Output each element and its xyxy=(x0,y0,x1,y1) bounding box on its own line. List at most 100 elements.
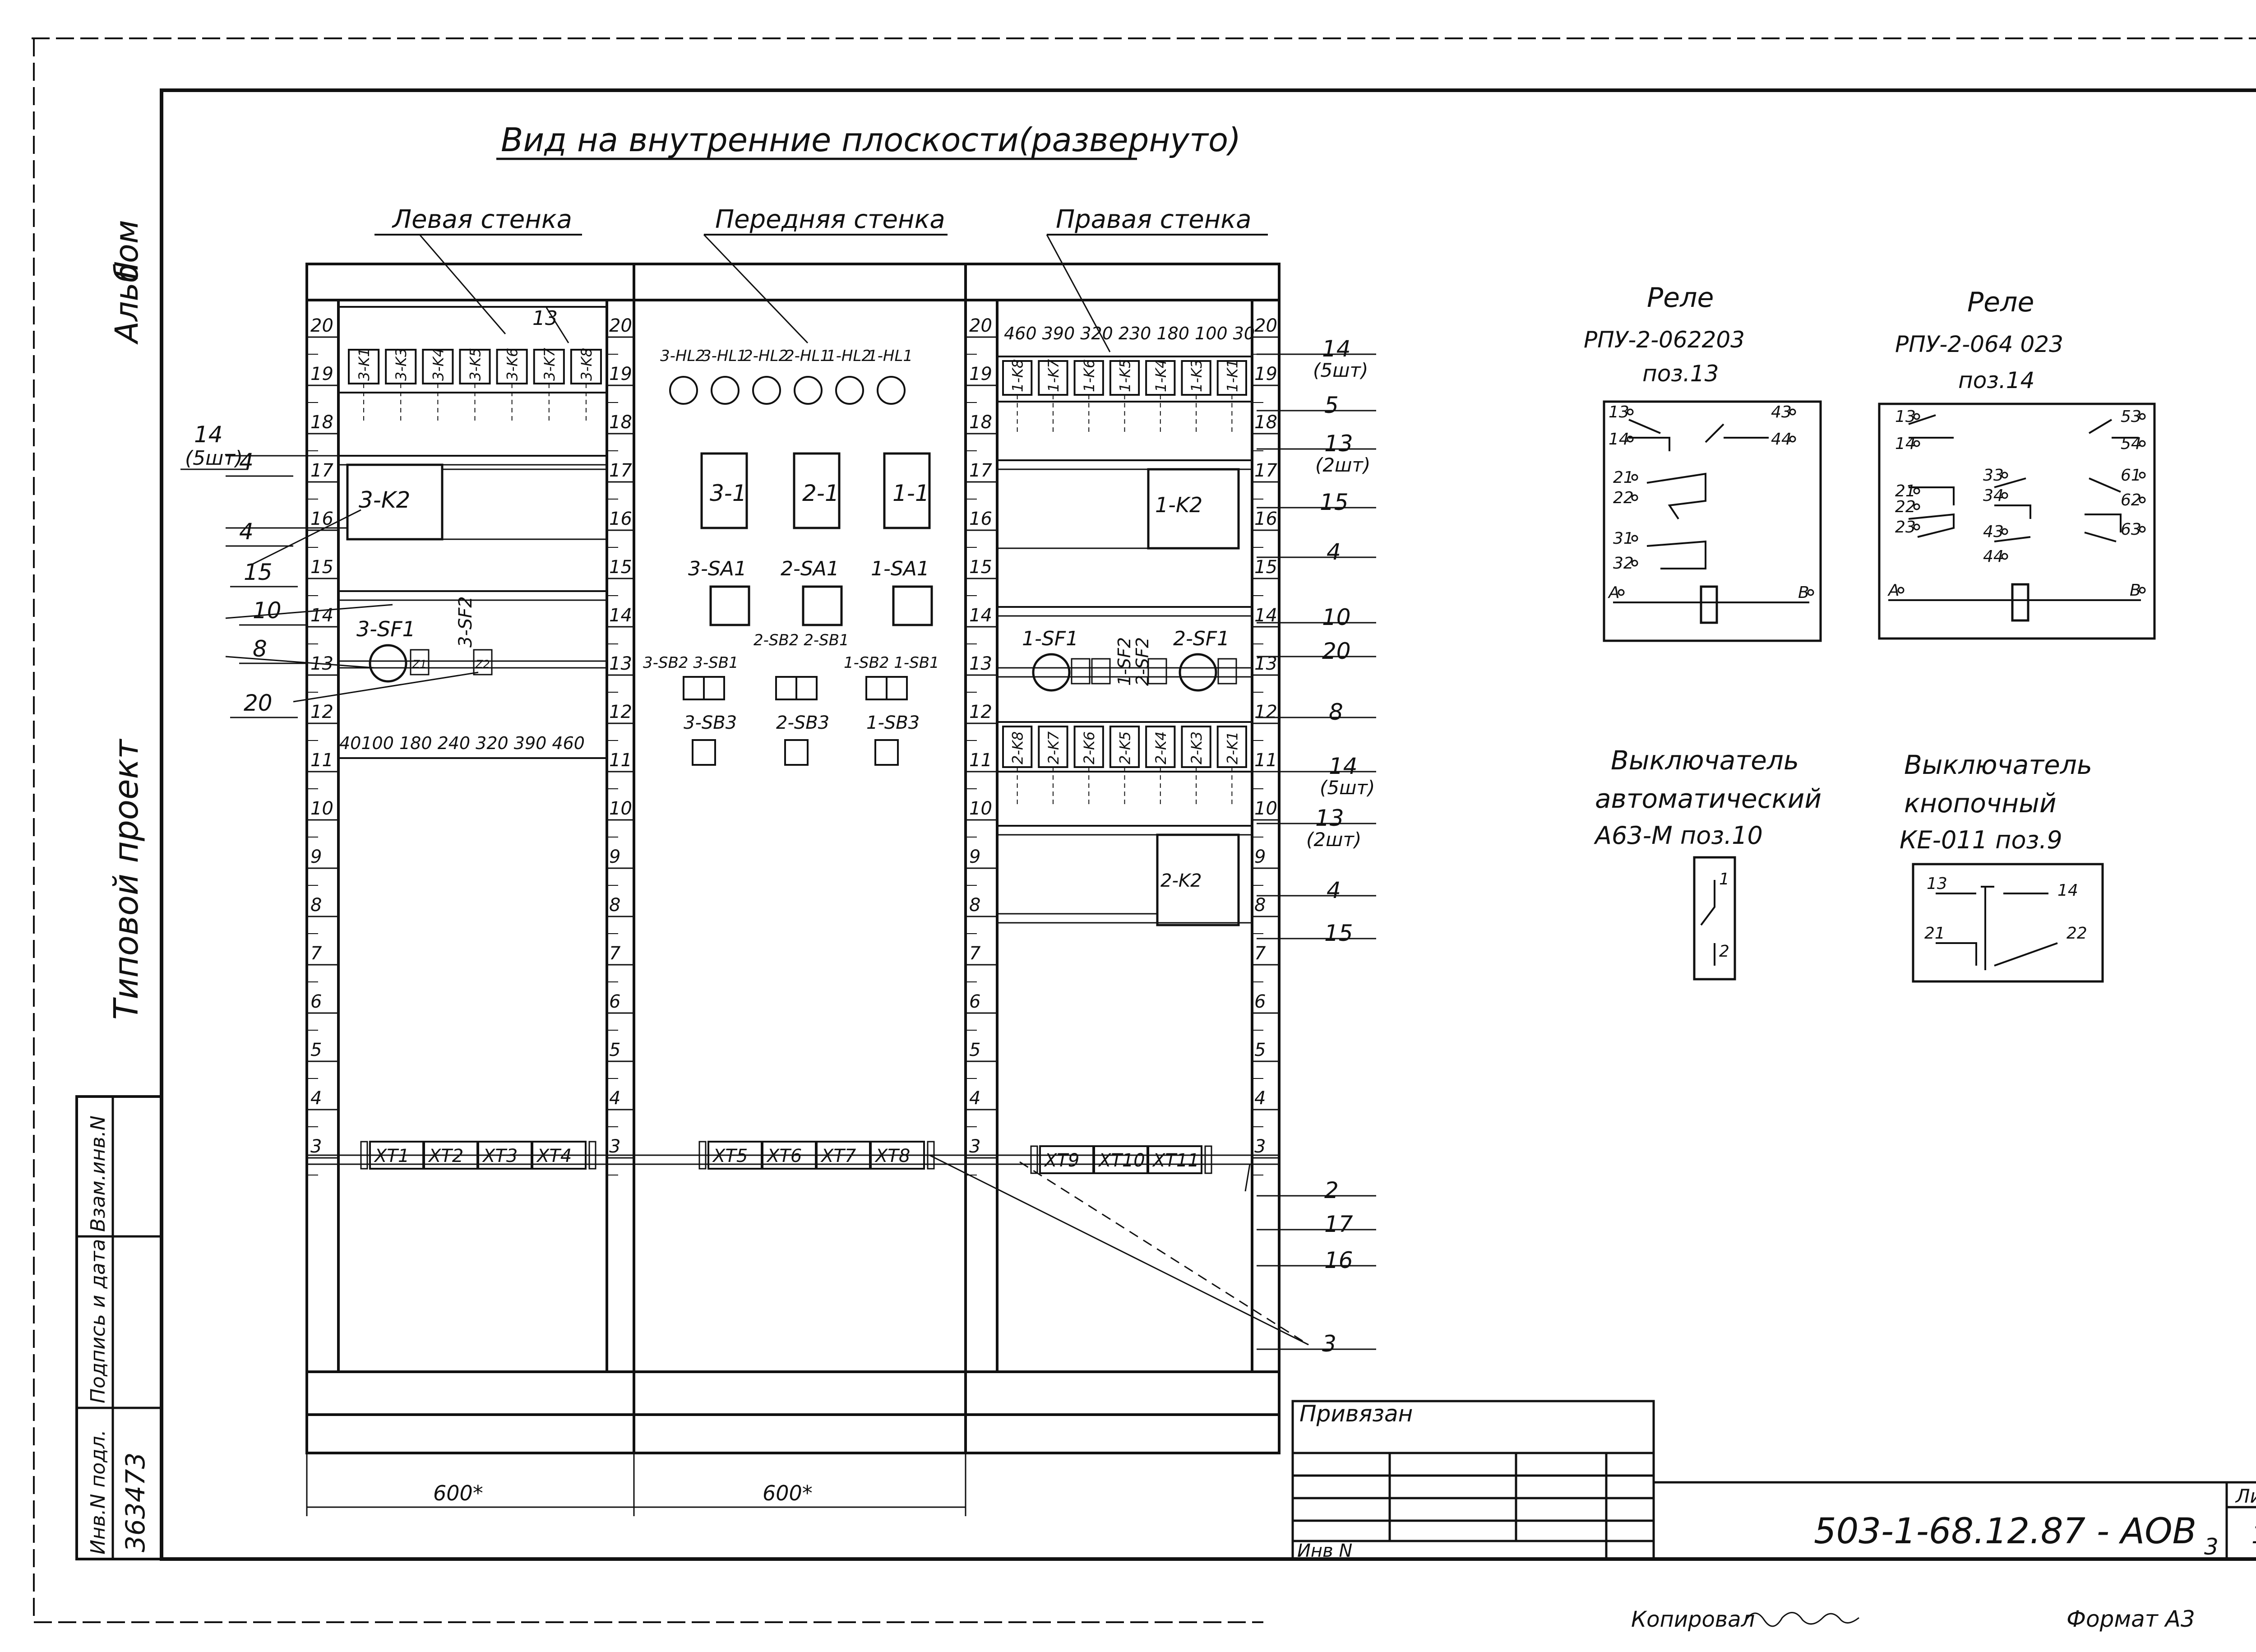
callout-number: 4 xyxy=(239,518,254,545)
contact-terminal xyxy=(1913,440,1920,447)
sb-box xyxy=(775,676,797,700)
rail-number: 15 xyxy=(310,557,333,578)
contact-terminal xyxy=(2139,413,2146,420)
rail-number: 15 xyxy=(609,557,632,578)
sb-label: 2-SB2 2-SB1 xyxy=(754,631,849,649)
contact-label: 14 xyxy=(1895,435,1916,453)
callout-number: 15 xyxy=(1320,489,1349,515)
contact-terminal xyxy=(1631,560,1638,567)
relay-label: 2-K3 xyxy=(1188,731,1205,764)
breaker-1-sf1-label: 1-SF1 xyxy=(1022,627,1078,650)
sb-box xyxy=(703,676,725,700)
sb-box xyxy=(886,676,908,700)
lamp-label: 2-HL2 xyxy=(743,347,788,365)
contact-label: 13 xyxy=(1609,403,1629,421)
album-label: Альбом xyxy=(108,220,145,345)
rail-number: 13 xyxy=(609,653,632,674)
sa-label: 3-SA1 xyxy=(688,557,747,580)
relay-label: 3-K5 xyxy=(467,348,484,381)
rail-number: 9 xyxy=(310,847,322,867)
terminal-end xyxy=(698,1141,707,1170)
breaker-2-sf2-label: 2-SF2 xyxy=(1133,637,1152,686)
terminal-end xyxy=(1204,1145,1212,1174)
contact-terminal xyxy=(2001,553,2008,560)
contact-label: 23 xyxy=(1895,518,1916,537)
left-width: 600* xyxy=(433,1481,483,1505)
callout-number: 16 xyxy=(1324,1247,1353,1273)
terminal-label: XT4 xyxy=(536,1146,572,1166)
sa-box xyxy=(709,585,750,626)
terminal-end xyxy=(927,1141,935,1170)
wall-title-left: Левая стенка xyxy=(392,205,572,234)
auto-breaker-contact-1: 1 xyxy=(1719,870,1729,888)
inv-number: 363473 xyxy=(120,1453,151,1552)
contact-terminal xyxy=(1913,413,1920,420)
rail-number: 9 xyxy=(969,847,980,867)
contact-terminal xyxy=(1631,535,1638,542)
block-z1 xyxy=(410,649,430,676)
rail-number: 20 xyxy=(310,315,333,336)
rail-number: 5 xyxy=(1254,1040,1266,1060)
button-switch-line1: Выключатель xyxy=(1904,750,2092,780)
rail-number: 5 xyxy=(969,1040,980,1060)
sb3-label: 2-SB3 xyxy=(776,713,829,733)
rail-number: 20 xyxy=(969,315,992,336)
rail-number: 8 xyxy=(310,895,322,916)
breaker-3-sf2-label: 3-SF2 xyxy=(455,596,476,648)
callout-number: 15 xyxy=(1324,920,1353,946)
terminal-label: XT11 xyxy=(1152,1150,1199,1171)
relay-label: 1-K7 xyxy=(1045,359,1062,392)
rail-number: 11 xyxy=(1254,750,1277,771)
switch-block xyxy=(793,452,841,529)
callout-note: (5шт) xyxy=(1313,359,1368,381)
breaker-2-sf1-label: 2-SF1 xyxy=(1173,627,1230,650)
rail-number: 16 xyxy=(609,509,632,529)
contact-label: 61 xyxy=(2121,466,2141,485)
sa-label: 2-SA1 xyxy=(781,557,839,580)
contact-label: 21 xyxy=(1613,468,1634,487)
terminal-block xyxy=(870,1141,925,1170)
lamp-label: 1-HL1 xyxy=(868,347,913,365)
rail-number: 12 xyxy=(310,702,333,722)
relay-label: 3-K7 xyxy=(541,347,558,381)
left-stamp: Взам.инв.N Подпись и дата Инв.N подл. 36… xyxy=(75,1095,163,1560)
lamp-circle xyxy=(877,376,906,405)
left-wall-dimensions: 40100 180 240 320 390 460 xyxy=(339,733,585,753)
lamp-circle xyxy=(794,376,823,405)
terminal-end xyxy=(1030,1145,1038,1174)
contact-terminal xyxy=(1789,408,1796,416)
callout-note: (2шт) xyxy=(1306,828,1361,851)
callout-number: 5 xyxy=(1324,392,1339,418)
relay-label: 2-K5 xyxy=(1117,731,1134,764)
relay-label: 3-K3 xyxy=(393,348,410,381)
contact-terminal xyxy=(1789,435,1796,443)
contact-label: 14 xyxy=(1609,430,1629,449)
sa-box xyxy=(802,585,843,626)
lamp-circle xyxy=(752,376,781,405)
contact-terminal xyxy=(1618,589,1625,596)
button-switch-contact-14: 14 xyxy=(2057,881,2078,900)
rail-number: 6 xyxy=(1254,991,1266,1012)
rail-number: 18 xyxy=(1254,412,1277,433)
sb3-box xyxy=(692,739,716,766)
callout-number: 14 xyxy=(1322,336,1351,362)
callout-number: 10 xyxy=(253,597,282,624)
breaker-3-sf1-label: 3-SF1 xyxy=(356,617,416,641)
contact-terminal xyxy=(2139,472,2146,479)
contact-terminal xyxy=(1631,494,1638,501)
drawing-frame xyxy=(160,88,2256,1561)
rail-number: 14 xyxy=(969,605,992,626)
rail-number: 9 xyxy=(1254,847,1266,867)
contact-label: 34 xyxy=(1983,486,2004,505)
relay-label: 1-K6 xyxy=(1081,359,1098,392)
callout-number: 8 xyxy=(1329,699,1343,725)
auto-breaker-line1: Выключатель xyxy=(1611,745,1799,776)
block-z1-label: Z1 xyxy=(412,658,427,671)
relay-label: 3-K4 xyxy=(430,348,447,381)
switch-label: 2-1 xyxy=(802,480,839,506)
sb-box xyxy=(683,676,705,700)
rail-number: 16 xyxy=(969,509,992,529)
rail-number: 8 xyxy=(1254,895,1266,916)
